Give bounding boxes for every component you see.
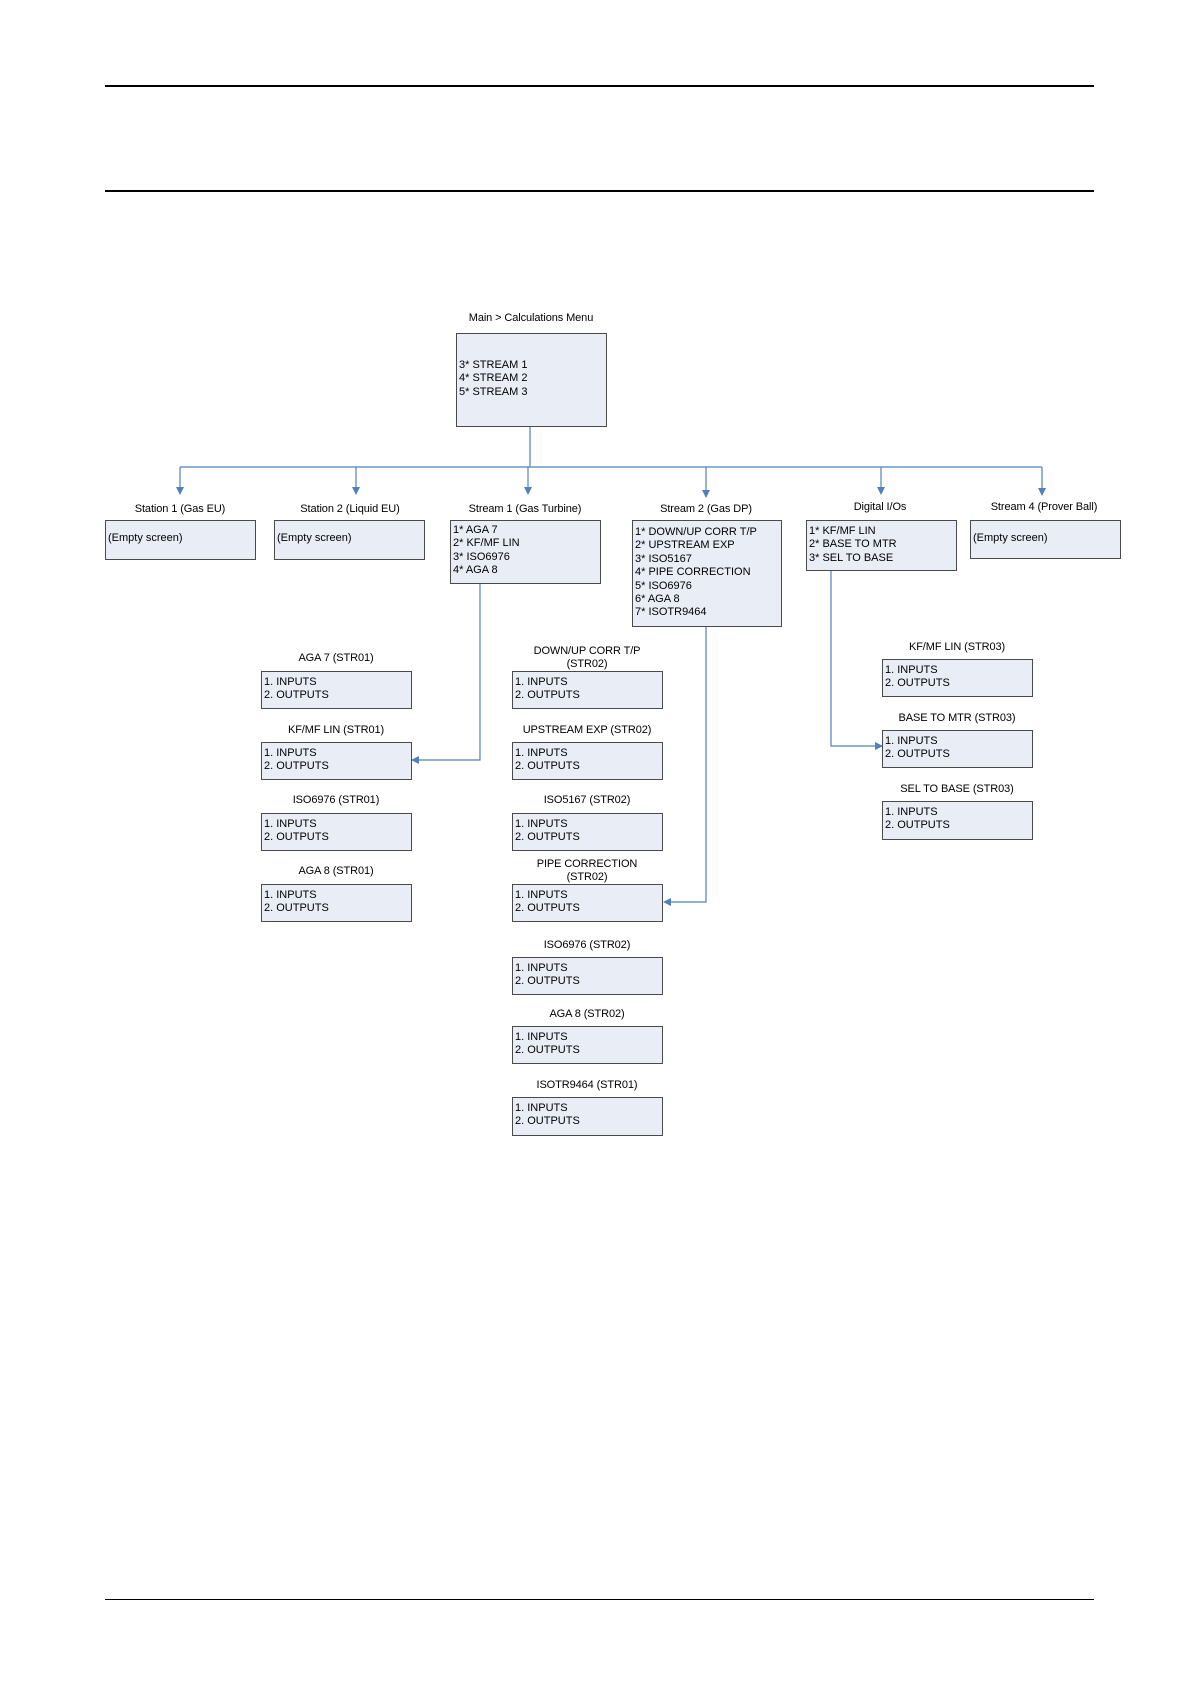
stream2-item[interactable]: 7* ISOTR9464 <box>635 606 707 619</box>
dio-to-base-line <box>830 570 883 750</box>
outputs-item[interactable]: 2. OUTPUTS <box>515 975 580 988</box>
inputs-item[interactable]: 1. INPUTS <box>264 818 317 830</box>
digital-ios-title: Digital I/Os <box>853 501 907 513</box>
inputs-item[interactable]: 1. INPUTS <box>515 1031 568 1043</box>
digital-ios-box[interactable]: 1* KF/MF LIN 2* BASE TO MTR 3* SEL TO BA… <box>806 520 957 571</box>
empty-screen-text: (Empty screen) <box>973 532 1048 544</box>
kfmf-str01-title: KF/MF LIN (STR01) <box>287 724 385 736</box>
top-rule <box>105 85 1094 87</box>
root-menu-item[interactable]: 4* STREAM 2 <box>459 372 528 385</box>
pipe-str02-title: PIPE CORRECTION <box>536 858 638 870</box>
digital-ios-item[interactable]: 2* BASE TO MTR <box>809 538 897 551</box>
station1-box: (Empty screen) <box>105 520 256 560</box>
stream2-to-pipe-line <box>663 627 707 906</box>
stream4-title: Stream 4 (Prover Ball) <box>990 501 1098 513</box>
kfmf-str03-title: KF/MF LIN (STR03) <box>908 641 1006 653</box>
iso6976-str01-box[interactable]: 1. INPUTS 2. OUTPUTS <box>261 813 412 851</box>
stream1-title: Stream 1 (Gas Turbine) <box>468 503 582 515</box>
stream2-item[interactable]: 5* ISO6976 <box>635 579 692 592</box>
isotr9464-box[interactable]: 1. INPUTS 2. OUTPUTS <box>512 1097 663 1136</box>
aga7-str01-title: AGA 7 (STR01) <box>298 652 374 664</box>
stream2-item[interactable]: 3* ISO5167 <box>635 552 692 565</box>
outputs-item[interactable]: 2. OUTPUTS <box>264 831 329 844</box>
stream1-box[interactable]: 1* AGA 7 2* KF/MF LIN 3* ISO6976 4* AGA … <box>450 520 601 584</box>
inputs-item[interactable]: 1. INPUTS <box>515 676 568 688</box>
aga7-str01-box[interactable]: 1. INPUTS 2. OUTPUTS <box>261 671 412 709</box>
outputs-item[interactable]: 2. OUTPUTS <box>885 819 950 832</box>
inputs-item[interactable]: 1. INPUTS <box>264 889 317 901</box>
inputs-item[interactable]: 1. INPUTS <box>885 664 938 676</box>
upstream-str02-title: UPSTREAM EXP (STR02) <box>522 724 652 736</box>
station2-title: Station 2 (Liquid EU) <box>300 503 400 515</box>
kfmf-str01-box[interactable]: 1. INPUTS 2. OUTPUTS <box>261 742 412 780</box>
stream1-to-kfmf-line <box>411 583 481 764</box>
upstream-str02-box[interactable]: 1. INPUTS 2. OUTPUTS <box>512 742 663 780</box>
downup-str02-box[interactable]: 1. INPUTS 2. OUTPUTS <box>512 671 663 709</box>
stream2-item[interactable]: 1* DOWN/UP CORR T/P <box>635 526 757 538</box>
iso5167-str02-box[interactable]: 1. INPUTS 2. OUTPUTS <box>512 813 663 851</box>
stream1-item[interactable]: 2* KF/MF LIN <box>453 537 520 550</box>
inputs-item[interactable]: 1. INPUTS <box>885 806 938 818</box>
outputs-item[interactable]: 2. OUTPUTS <box>264 902 329 915</box>
stream4-box: (Empty screen) <box>970 520 1121 559</box>
iso6976-str01-title: ISO6976 (STR01) <box>292 794 380 806</box>
station2-box: (Empty screen) <box>274 520 425 560</box>
stream2-title: Stream 2 (Gas DP) <box>660 503 752 515</box>
header-rule <box>105 190 1094 192</box>
outputs-item[interactable]: 2. OUTPUTS <box>515 831 580 844</box>
footer-rule <box>105 1599 1094 1600</box>
stream2-box[interactable]: 1* DOWN/UP CORR T/P 2* UPSTREAM EXP 3* I… <box>632 520 782 627</box>
iso5167-str02-title: ISO5167 (STR02) <box>543 794 631 806</box>
sel-str03-box[interactable]: 1. INPUTS 2. OUTPUTS <box>882 801 1033 840</box>
outputs-item[interactable]: 2. OUTPUTS <box>264 689 329 702</box>
downup-str02-title-2: (STR02) <box>566 658 608 670</box>
root-menu-box[interactable]: 3* STREAM 1 4* STREAM 2 5* STREAM 3 <box>456 333 607 427</box>
outputs-item[interactable]: 2. OUTPUTS <box>885 677 950 690</box>
stream2-item[interactable]: 6* AGA 8 <box>635 593 680 606</box>
outputs-item[interactable]: 2. OUTPUTS <box>515 689 580 702</box>
outputs-item[interactable]: 2. OUTPUTS <box>264 760 329 773</box>
aga8-str01-title: AGA 8 (STR01) <box>298 865 374 877</box>
stream1-item[interactable]: 3* ISO6976 <box>453 550 510 563</box>
outputs-item[interactable]: 2. OUTPUTS <box>885 748 950 761</box>
aga8-str02-title: AGA 8 (STR02) <box>549 1008 625 1020</box>
stream1-item[interactable]: 4* AGA 8 <box>453 564 498 577</box>
pipe-str02-box[interactable]: 1. INPUTS 2. OUTPUTS <box>512 884 663 922</box>
base-str03-title: BASE TO MTR (STR03) <box>898 712 1016 724</box>
outputs-item[interactable]: 2. OUTPUTS <box>515 902 580 915</box>
pipe-str02-title-2: (STR02) <box>566 871 608 883</box>
root-menu-item[interactable]: 5* STREAM 3 <box>459 385 528 398</box>
inputs-item[interactable]: 1. INPUTS <box>515 818 568 830</box>
iso6976-str02-box[interactable]: 1. INPUTS 2. OUTPUTS <box>512 957 663 995</box>
root-menu-title: Main > Calculations Menu <box>468 312 594 324</box>
digital-ios-item[interactable]: 1* KF/MF LIN <box>809 525 876 537</box>
inputs-item[interactable]: 1. INPUTS <box>264 676 317 688</box>
stream1-item[interactable]: 1* AGA 7 <box>453 524 498 536</box>
empty-screen-text: (Empty screen) <box>277 532 352 544</box>
aga8-str02-box[interactable]: 1. INPUTS 2. OUTPUTS <box>512 1026 663 1064</box>
inputs-item[interactable]: 1. INPUTS <box>515 747 568 759</box>
base-str03-box[interactable]: 1. INPUTS 2. OUTPUTS <box>882 730 1033 768</box>
downup-str02-title: DOWN/UP CORR T/P <box>533 645 641 657</box>
outputs-item[interactable]: 2. OUTPUTS <box>515 760 580 773</box>
inputs-item[interactable]: 1. INPUTS <box>264 747 317 759</box>
station1-title: Station 1 (Gas EU) <box>134 503 226 515</box>
inputs-item[interactable]: 1. INPUTS <box>515 889 568 901</box>
empty-screen-text: (Empty screen) <box>108 532 183 544</box>
isotr9464-title: ISOTR9464 (STR01) <box>536 1079 638 1091</box>
aga8-str01-box[interactable]: 1. INPUTS 2. OUTPUTS <box>261 884 412 922</box>
stream2-item[interactable]: 2* UPSTREAM EXP <box>635 539 735 552</box>
sel-str03-title: SEL TO BASE (STR03) <box>900 783 1014 795</box>
inputs-item[interactable]: 1. INPUTS <box>885 735 938 747</box>
root-menu-item[interactable]: 3* STREAM 1 <box>459 359 528 371</box>
outputs-item[interactable]: 2. OUTPUTS <box>515 1044 580 1057</box>
stream2-item[interactable]: 4* PIPE CORRECTION <box>635 566 751 579</box>
digital-ios-item[interactable]: 3* SEL TO BASE <box>809 551 894 564</box>
inputs-item[interactable]: 1. INPUTS <box>515 1102 568 1114</box>
outputs-item[interactable]: 2. OUTPUTS <box>515 1115 580 1128</box>
kfmf-str03-box[interactable]: 1. INPUTS 2. OUTPUTS <box>882 659 1033 697</box>
inputs-item[interactable]: 1. INPUTS <box>515 962 568 974</box>
iso6976-str02-title: ISO6976 (STR02) <box>543 939 631 951</box>
